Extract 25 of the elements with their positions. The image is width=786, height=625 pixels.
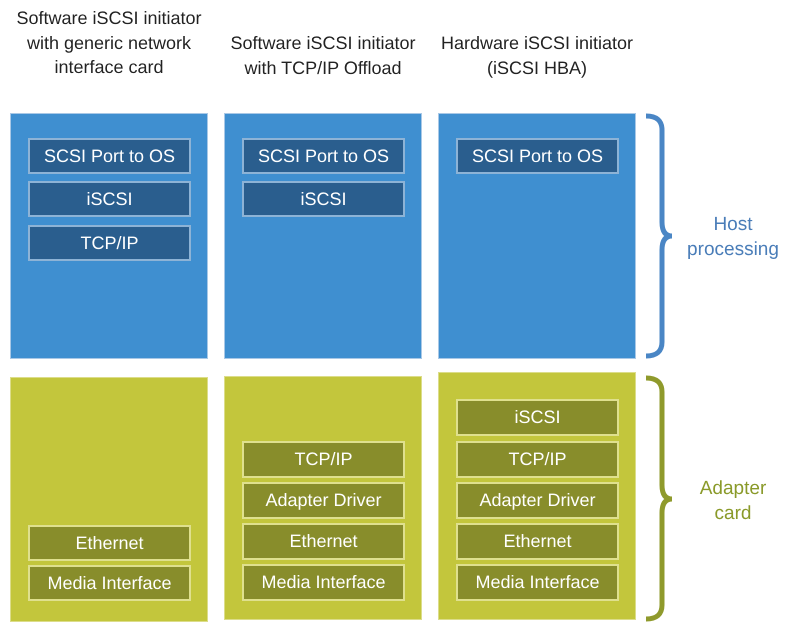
layer-box: TCP/IP (242, 441, 405, 478)
layer-box: Ethernet (242, 523, 405, 560)
layer-box: SCSI Port to OS (28, 138, 191, 174)
layer-box: Media Interface (242, 564, 405, 601)
layer-box: TCP/IP (456, 441, 619, 478)
layer-box: iSCSI (242, 181, 405, 217)
layer-box: iSCSI (28, 181, 191, 217)
layer-box: TCP/IP (28, 225, 191, 261)
layer-box: Media Interface (456, 564, 619, 601)
adapter-panel (224, 376, 422, 620)
bracket-label: Adapter card (698, 477, 768, 526)
layer-box: SCSI Port to OS (456, 138, 619, 174)
adapter-panel (438, 372, 636, 620)
column-heading: Hardware iSCSI initiator (iSCSI HBA) (440, 32, 634, 80)
layer-box: Adapter Driver (456, 482, 619, 519)
layer-box: SCSI Port to OS (242, 138, 405, 174)
layer-box: Ethernet (456, 523, 619, 560)
layer-box: iSCSI (456, 399, 619, 436)
column-heading: Software iSCSI initiator with generic network interface card (15, 7, 203, 79)
column-heading: Software iSCSI initiator with TCP/IP Offload (229, 32, 417, 80)
bracket-label: Host processing (686, 213, 780, 262)
adapter-panel (10, 377, 208, 622)
layer-box: Media Interface (28, 565, 191, 601)
layer-box: Ethernet (28, 525, 191, 561)
layer-box: Adapter Driver (242, 482, 405, 519)
